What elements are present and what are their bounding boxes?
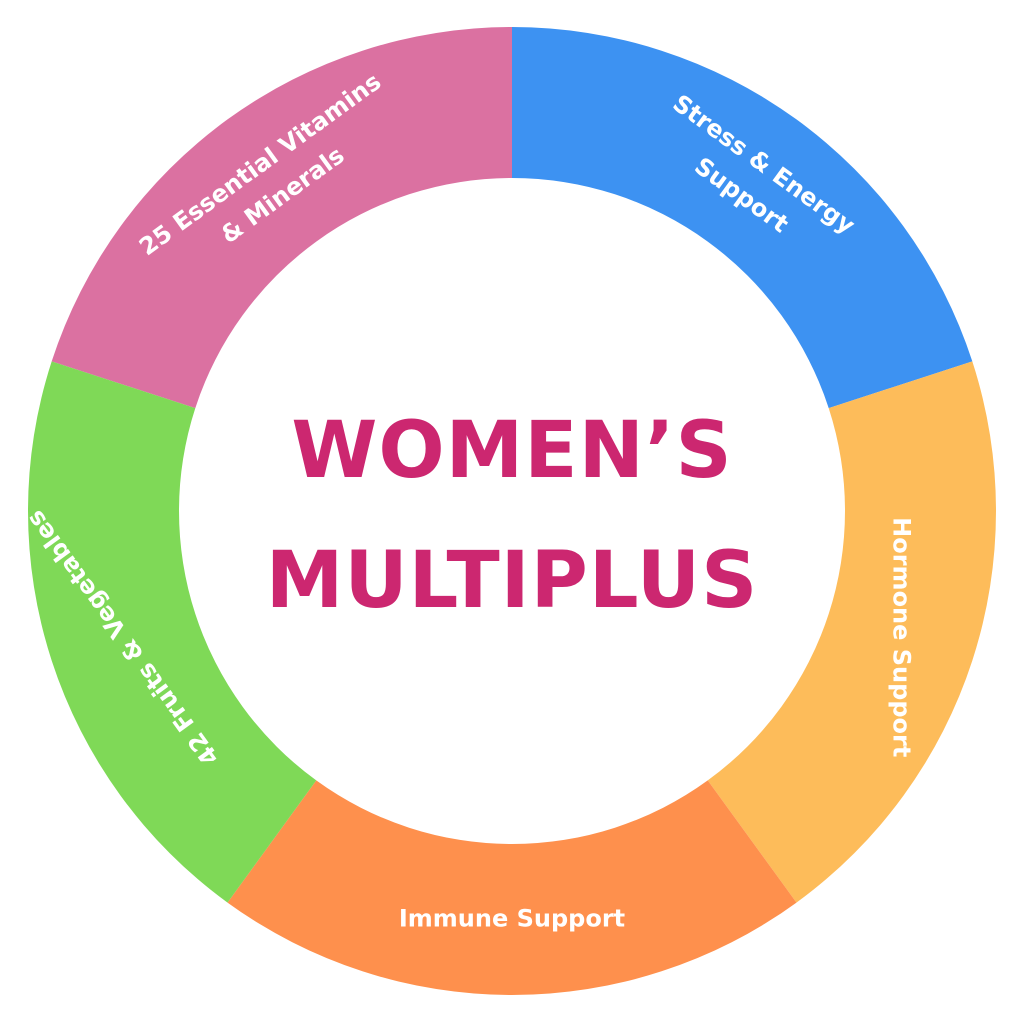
segment-label-hormone: Hormone Support: [888, 517, 916, 757]
segment-label-line: Hormone Support: [888, 517, 916, 757]
segment-label-immune: Immune Support: [399, 905, 625, 933]
segment-vitamins-minerals: [51, 27, 512, 409]
title-line-1: WOMEN’S: [291, 406, 733, 496]
segment-label-line: Immune Support: [399, 905, 625, 933]
segment-stress-energy: [512, 27, 973, 409]
segment-fruits-vegetables: [28, 361, 317, 903]
segment-hormone: [707, 361, 996, 903]
title-line-2: MULTIPLUS: [265, 536, 759, 626]
segment-immune: [227, 780, 797, 995]
